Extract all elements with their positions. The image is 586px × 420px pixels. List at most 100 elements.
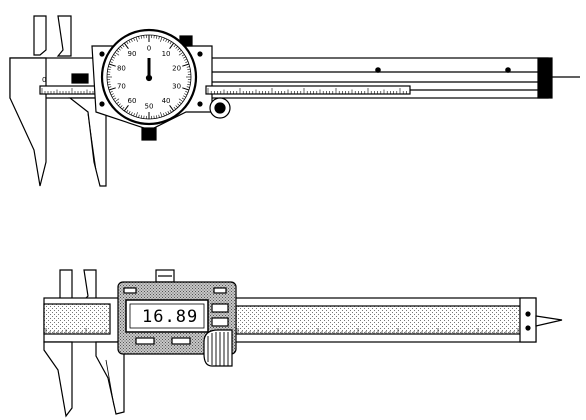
dial-tick [138, 114, 140, 118]
dial-tick [108, 66, 112, 68]
dial-tick [178, 98, 184, 102]
dial-tick [184, 93, 188, 96]
dial-tick [130, 38, 133, 42]
dial-number: 70 [117, 82, 126, 90]
dial-tick [185, 61, 189, 63]
dial-number: 80 [117, 65, 126, 73]
dial-tick [186, 66, 190, 68]
dial-tick [110, 93, 114, 96]
dial-tick [187, 68, 191, 70]
dial-tick [116, 101, 120, 105]
fixed-jaw-body [43, 303, 111, 335]
dial-tick [128, 40, 131, 43]
dial-tick [133, 113, 135, 117]
vernier-scale [205, 85, 411, 95]
beam-screw [375, 67, 381, 73]
dial-tick [120, 105, 123, 108]
thumb-roller [203, 329, 233, 367]
dial-number: 30 [172, 82, 181, 90]
dial-tick [126, 109, 129, 113]
dial-tick [107, 84, 111, 86]
dial-tick [160, 112, 163, 118]
dial-tick [112, 56, 115, 59]
dial-tick [173, 44, 177, 48]
dial-tick [165, 112, 168, 116]
dial-tick [184, 58, 188, 61]
fixed-upper-jaw [33, 15, 47, 56]
display-button [211, 303, 229, 313]
dial-tick [109, 61, 113, 63]
dial-tick [158, 114, 160, 118]
dial-tick [138, 36, 140, 40]
dial-tick [182, 87, 190, 91]
sliding-upper-jaw [56, 15, 72, 57]
dial-tick [135, 36, 138, 42]
dial-number: 60 [127, 97, 136, 105]
dial-tick [123, 105, 129, 112]
dial-tick [169, 41, 172, 45]
dial-tick [187, 84, 191, 86]
dial-tick [178, 101, 182, 105]
dial-number: 10 [162, 50, 171, 58]
depth-rod [535, 315, 563, 327]
dial-tick [140, 35, 142, 39]
display-button [211, 317, 229, 327]
dial-tick [163, 37, 165, 41]
dial-tick [140, 115, 142, 119]
dial-tick [183, 56, 186, 59]
dial-tick [186, 86, 190, 88]
sliding-upper-jaw [82, 269, 97, 301]
dial-tick [181, 97, 185, 100]
dial-tick [108, 87, 116, 91]
scale-zero-label: 0 [42, 76, 46, 84]
vernier-scale-ticks [207, 88, 407, 94]
dial-tick [167, 111, 170, 114]
dial-tick [175, 105, 178, 108]
dial-tick [114, 98, 120, 102]
dial-tick [120, 46, 123, 49]
beam-screw [505, 67, 511, 73]
dial-tick [169, 42, 175, 49]
dial-tick [121, 106, 125, 110]
dial-tick [183, 95, 186, 98]
dial-tick [177, 103, 180, 106]
dial-tick [165, 38, 168, 42]
dial-tick [167, 40, 170, 43]
beam-scale-ticks [237, 328, 519, 334]
dial-tick [181, 54, 185, 57]
dial-tick [128, 111, 131, 114]
dial-number: 0 [147, 45, 151, 53]
dial-tick [182, 63, 190, 67]
dial-tick [133, 37, 135, 41]
dial-tick [118, 103, 121, 106]
dial-tick [116, 49, 120, 53]
dial-tick [107, 68, 111, 70]
dial-tick [113, 97, 117, 100]
dial-tick [169, 109, 172, 113]
dial-tick [156, 35, 158, 39]
dial-tick [118, 48, 121, 51]
dial-tick [112, 95, 115, 98]
dial-number: 20 [172, 65, 181, 73]
dial-tick [177, 48, 180, 51]
dial-tick [109, 91, 113, 93]
dial-tick [156, 115, 158, 119]
dial-tick [126, 41, 129, 45]
dial-number: 50 [145, 103, 154, 111]
dial-tick [130, 112, 133, 116]
dial-number: 90 [127, 50, 136, 58]
dial-tick [178, 52, 184, 56]
dial-tick [158, 36, 160, 40]
lock-block [71, 73, 89, 84]
dial-tick [110, 58, 114, 61]
bottom-thumb-wheel [141, 127, 157, 141]
dial-tick [175, 46, 178, 49]
dial-tick [114, 52, 120, 56]
dial-tick [108, 86, 112, 88]
dial-tick [121, 44, 125, 48]
beam-end [519, 297, 537, 343]
dial-tick [185, 91, 189, 93]
dial-number: 40 [162, 97, 171, 105]
